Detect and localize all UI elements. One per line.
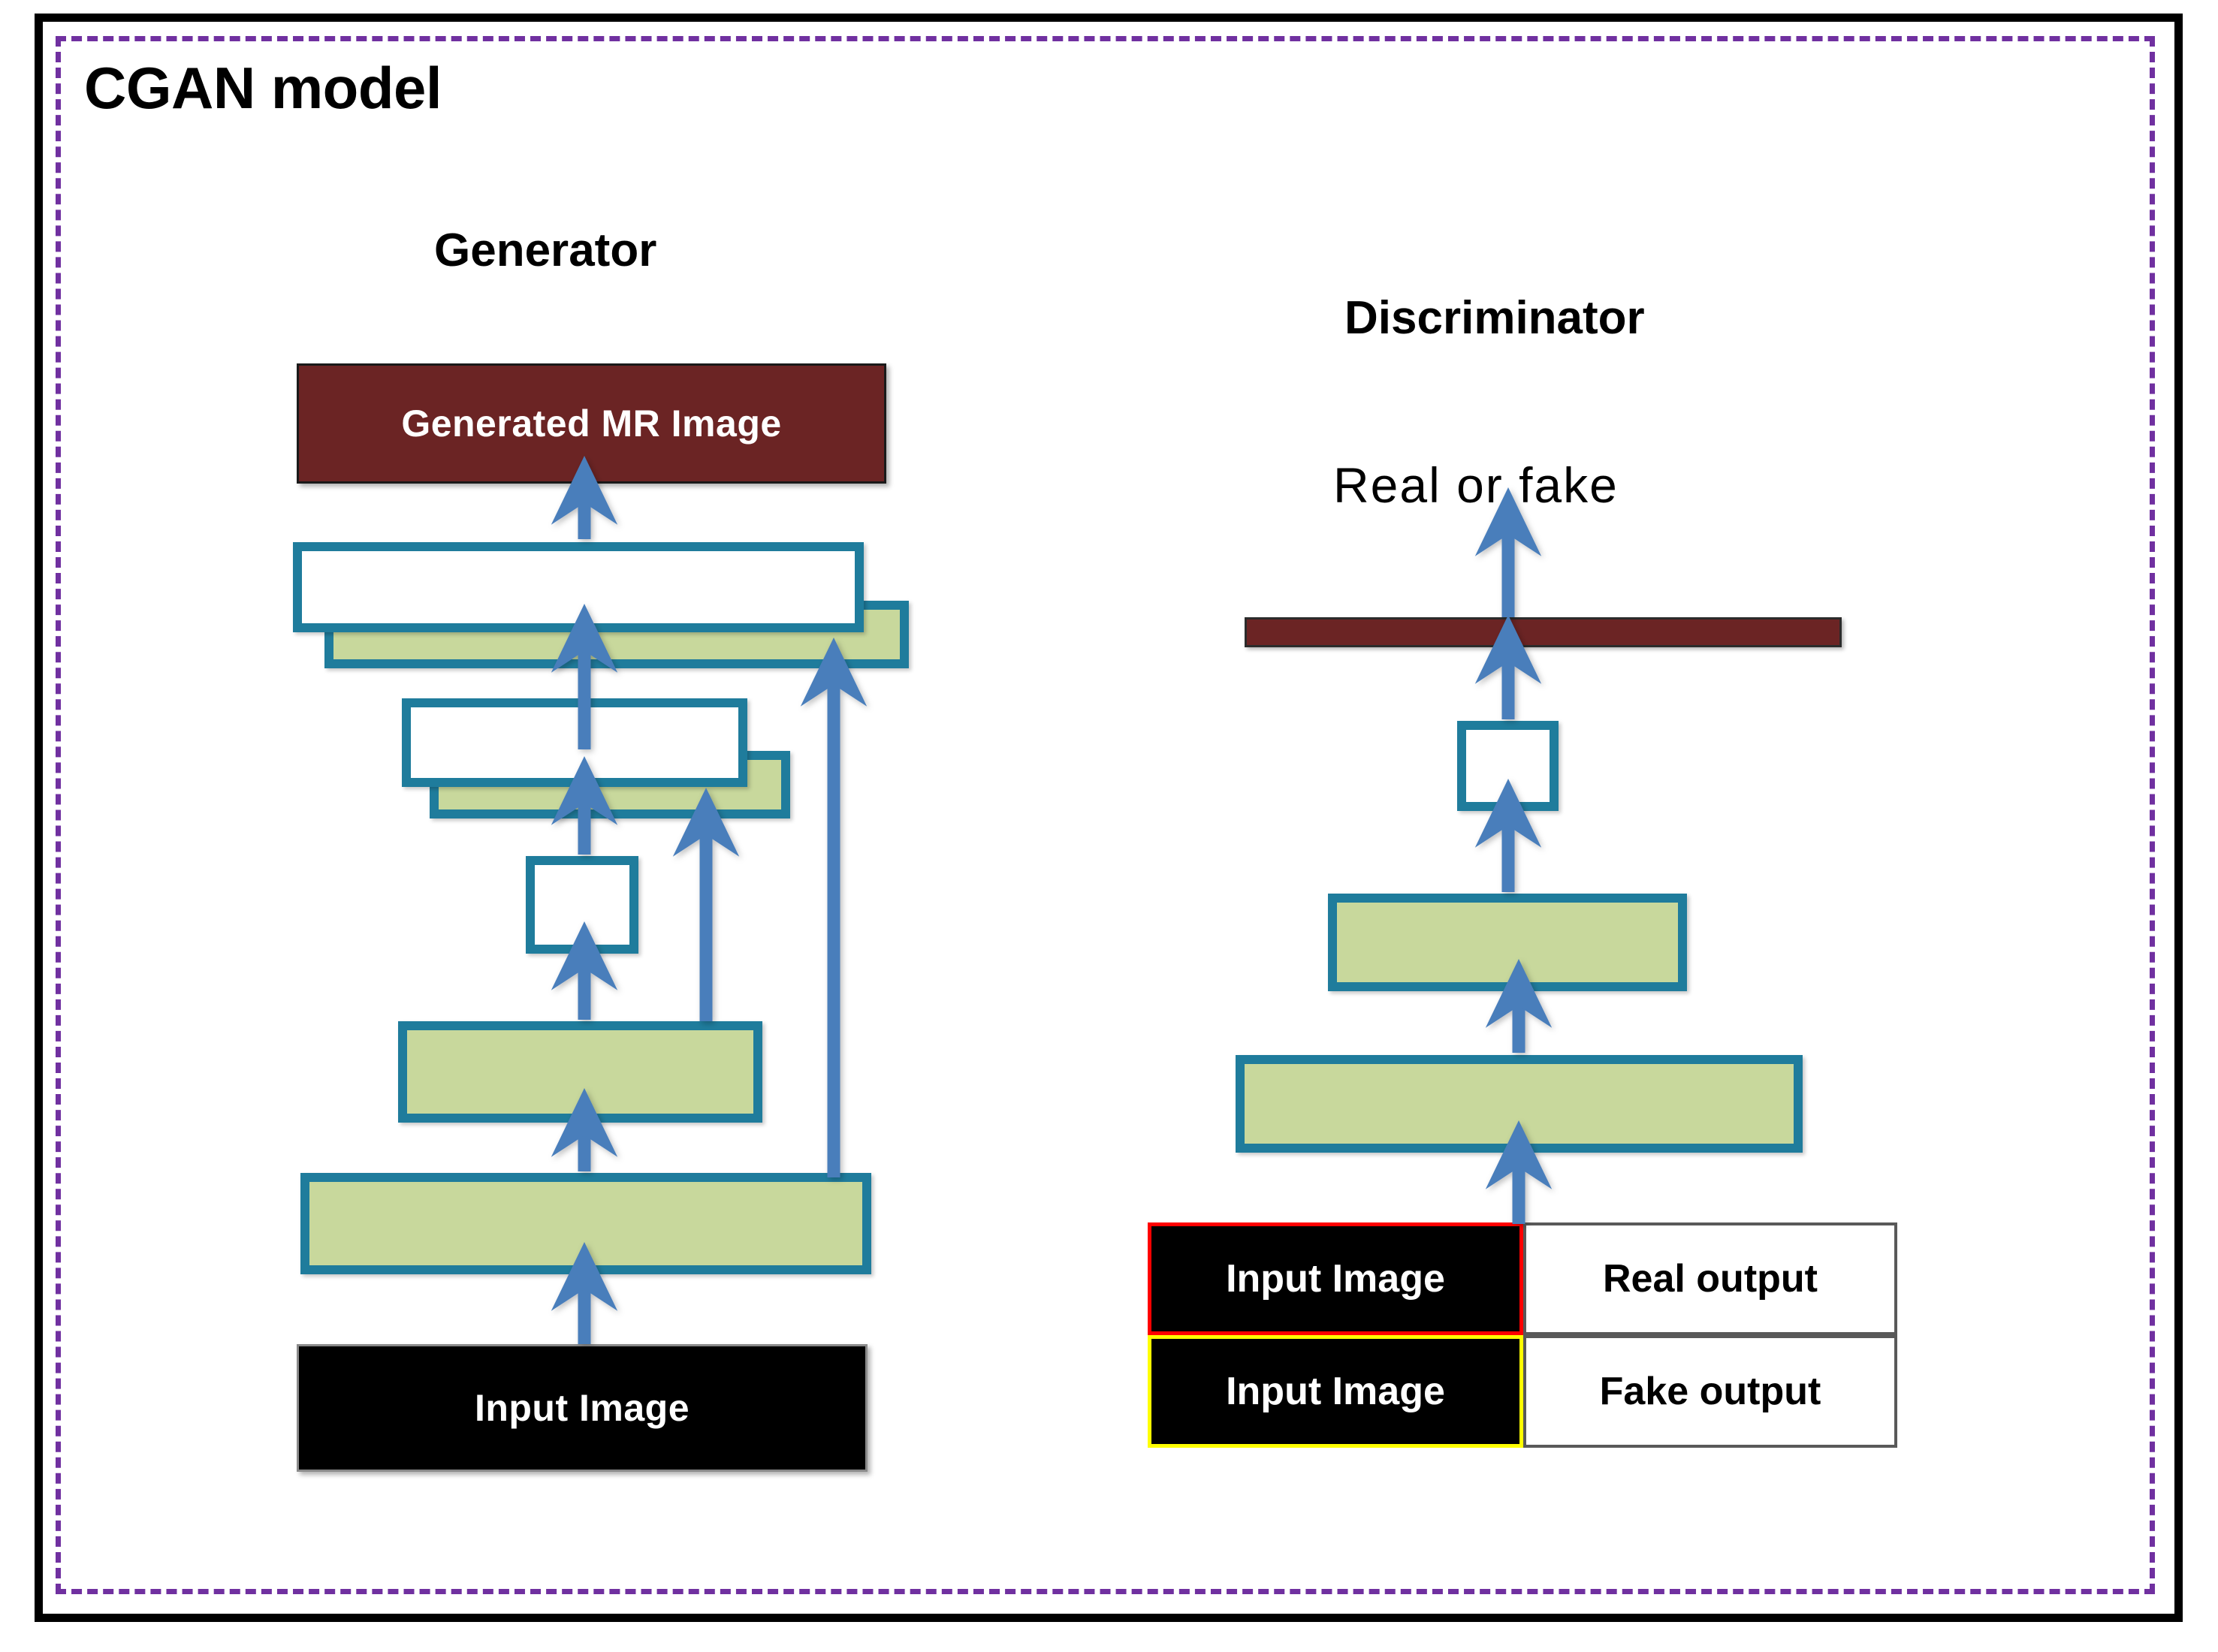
generator-input-image-label: Input Image bbox=[474, 1387, 690, 1429]
generator-encoder1-block bbox=[300, 1173, 871, 1274]
discriminator-output-bar bbox=[1245, 617, 1842, 647]
real-or-fake-label: Real or fake bbox=[1333, 457, 1619, 513]
generator-bottleneck-block bbox=[526, 856, 638, 954]
discriminator-table-row-0-input: Input Image bbox=[1148, 1222, 1523, 1335]
discriminator-table-row-0-output: Real output bbox=[1523, 1222, 1897, 1335]
generator-input-image-block: Input Image bbox=[297, 1344, 868, 1472]
table-cell-label: Real output bbox=[1603, 1257, 1818, 1301]
table-cell-label: Input Image bbox=[1226, 1370, 1445, 1413]
generator-decoder1-white-plate bbox=[293, 542, 864, 632]
table-cell-label: Fake output bbox=[1599, 1370, 1821, 1413]
discriminator-dense-block bbox=[1457, 721, 1559, 811]
discriminator-table-row-1-output: Fake output bbox=[1523, 1335, 1897, 1448]
generator-encoder2-block bbox=[398, 1021, 762, 1123]
generated-mr-image-block: Generated MR Image bbox=[297, 363, 886, 484]
discriminator-conv1-block bbox=[1236, 1055, 1803, 1153]
discriminator-table-row-1-input: Input Image bbox=[1148, 1335, 1523, 1448]
generator-decoder2-white-plate bbox=[402, 698, 747, 787]
discriminator-conv2-block bbox=[1328, 894, 1687, 991]
discriminator-section-title: Discriminator bbox=[1344, 292, 1645, 344]
page-title: CGAN model bbox=[84, 55, 442, 121]
generated-mr-image-label: Generated MR Image bbox=[401, 402, 782, 445]
purple-dashed-frame bbox=[56, 36, 2155, 1594]
table-cell-label: Input Image bbox=[1226, 1257, 1445, 1301]
generator-section-title: Generator bbox=[434, 225, 657, 276]
